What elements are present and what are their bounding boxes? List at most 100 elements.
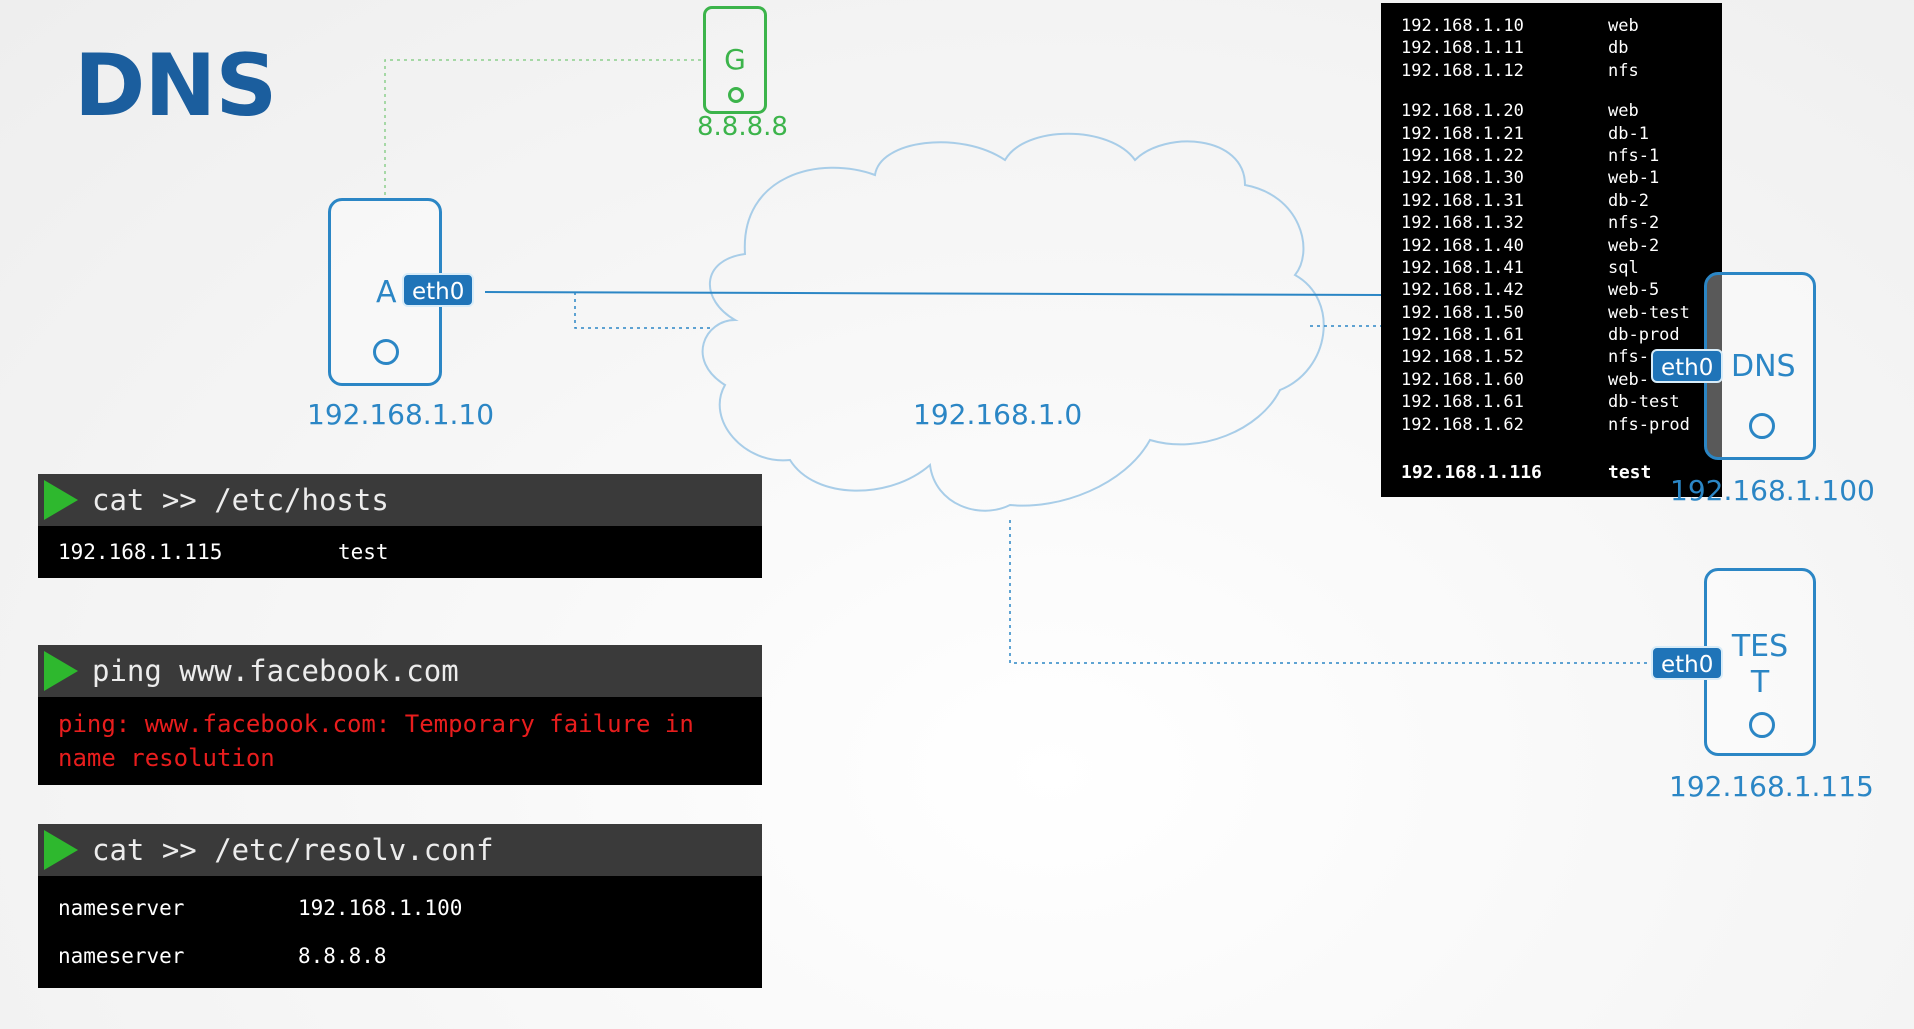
query-arrow: [484, 291, 1385, 296]
terminal-hosts-command-bar: cat >> /etc/hosts: [38, 474, 762, 526]
host-dns-ip: 192.168.1.100: [1670, 474, 1875, 507]
resolv-entry: nameserver 192.168.1.100: [58, 884, 742, 932]
record-name: db-2: [1608, 190, 1649, 211]
record-name: web: [1608, 101, 1639, 122]
resolv-entry: nameserver 8.8.8.8: [58, 932, 742, 980]
network-ip: 192.168.1.0: [913, 398, 1083, 431]
record-ip: 192.168.1.62: [1401, 414, 1524, 435]
record-ip: 192.168.1.32: [1401, 213, 1524, 234]
dns-record: 192.168.1.11 db: [1401, 37, 1722, 59]
record-ip: 192.168.1.31: [1401, 190, 1524, 211]
dns-record: 192.168.1.22 nfs-1: [1401, 145, 1722, 167]
terminal-hosts-file: cat >> /etc/hosts 192.168.1.115 test: [38, 474, 762, 578]
host-test-port-icon: [1749, 712, 1775, 738]
host-dns-eth0-badge: eth0: [1651, 349, 1724, 383]
host-dns-label: DNS: [1731, 349, 1796, 384]
dns-record-added: 192.168.1.116 test: [1401, 462, 1722, 484]
dns-record: 192.168.1.52 nfs-: [1401, 346, 1722, 368]
record-ip: 192.168.1.12: [1401, 60, 1524, 81]
terminal-resolv-command-bar: cat >> /etc/resolv.conf: [38, 824, 762, 876]
resolv-entry-value: 8.8.8.8: [298, 944, 387, 968]
record-name: nfs: [1608, 60, 1639, 81]
play-icon: [44, 830, 78, 870]
dns-record: 192.168.1.10 web: [1401, 15, 1722, 37]
record-ip: 192.168.1.61: [1401, 392, 1524, 413]
terminal-resolv-command: cat >> /etc/resolv.conf: [92, 833, 494, 867]
dns-record: 192.168.1.32 nfs-2: [1401, 212, 1722, 234]
network-cloud: [701, 132, 1325, 512]
resolv-entry-key: nameserver: [58, 944, 185, 968]
record-name: web-1: [1608, 168, 1660, 189]
record-ip: 192.168.1.40: [1401, 235, 1524, 256]
terminal-hosts-command: cat >> /etc/hosts: [92, 483, 389, 517]
record-name: test: [1608, 462, 1652, 484]
host-a-label: A: [376, 275, 397, 310]
play-icon: [44, 480, 78, 520]
dns-record: 192.168.1.42 web-5: [1401, 279, 1722, 301]
record-name: db: [1608, 38, 1629, 59]
host-test-ip: 192.168.1.115: [1669, 770, 1874, 803]
record-ip: 192.168.1.60: [1401, 369, 1524, 390]
record-name: web: [1608, 16, 1639, 36]
dns-record: 192.168.1.62 nfs-prod: [1401, 414, 1722, 436]
gateway-ip: 8.8.8.8: [697, 112, 788, 142]
record-name: db-prod: [1608, 325, 1680, 346]
record-name: db-1: [1608, 123, 1649, 144]
host-test-label: TES T: [1707, 629, 1813, 701]
host-test-label-line2: T: [1750, 665, 1770, 700]
record-ip: 192.168.1.20: [1401, 101, 1524, 122]
gateway-label: G: [724, 43, 746, 76]
record-name: nfs-prod: [1608, 414, 1690, 435]
record-ip: 192.168.1.61: [1401, 325, 1524, 346]
record-ip: 192.168.1.22: [1401, 145, 1524, 166]
dns-record: 192.168.1.50 web-test: [1401, 302, 1722, 324]
page-title: DNS: [74, 36, 277, 136]
record-ip: 192.168.1.11: [1401, 38, 1524, 59]
link-network-test: [1009, 520, 1652, 664]
record-name: web-2: [1608, 235, 1660, 256]
record-group-gap: [1401, 82, 1722, 100]
resolv-entry-key: nameserver: [58, 896, 185, 920]
dns-record: 192.168.1.20 web: [1401, 100, 1722, 122]
record-name: web-test: [1608, 302, 1690, 323]
dns-record: 192.168.1.40 web-2: [1401, 235, 1722, 257]
dns-record: 192.168.1.60 web-: [1401, 369, 1722, 391]
hosts-entry: 192.168.1.115 test: [58, 526, 742, 578]
host-test-label-line1: TES: [1731, 629, 1789, 664]
record-name: nfs-2: [1608, 213, 1660, 234]
record-name: nfs-1: [1608, 145, 1660, 166]
host-a-eth0-badge: eth0: [402, 273, 475, 307]
dns-record: 192.168.1.30 web-1: [1401, 167, 1722, 189]
hosts-entry-ip: 192.168.1.115: [58, 540, 223, 564]
record-ip: 192.168.1.21: [1401, 123, 1524, 144]
ping-error-line1: ping: www.facebook.com: Temporary failur…: [58, 710, 694, 738]
host-dns-port-icon: [1749, 413, 1775, 439]
terminal-ping-command-bar: ping www.facebook.com: [38, 645, 762, 697]
hosts-entry-name: test: [338, 540, 389, 564]
record-ip: 192.168.1.52: [1401, 347, 1524, 368]
dns-record: 192.168.1.61 db-test: [1401, 391, 1722, 413]
resolv-entry-value: 192.168.1.100: [298, 896, 463, 920]
terminal-hosts-output: 192.168.1.115 test: [38, 526, 762, 578]
dns-record: 192.168.1.31 db-2: [1401, 190, 1722, 212]
gateway-port-icon: [728, 87, 744, 103]
host-a-ip: 192.168.1.10: [307, 398, 495, 431]
host-a-port-icon: [373, 339, 399, 365]
record-ip: 192.168.1.42: [1401, 280, 1524, 301]
terminal-resolv-output: nameserver 192.168.1.100 nameserver 8.8.…: [38, 876, 762, 988]
ping-error-line2: name resolution: [58, 744, 275, 772]
record-name: db-test: [1608, 392, 1680, 413]
host-test-eth0-badge: eth0: [1651, 646, 1724, 680]
record-ip: 192.168.1.50: [1401, 302, 1524, 323]
record-name: web-5: [1608, 280, 1660, 301]
record-ip: 192.168.1.10: [1401, 16, 1524, 36]
record-name: sql: [1608, 257, 1639, 278]
gateway-node: G: [703, 6, 767, 114]
link-a-network: [574, 292, 710, 329]
record-name: nfs-: [1608, 347, 1649, 368]
record-name: web-: [1608, 369, 1649, 390]
record-ip: 192.168.1.30: [1401, 168, 1524, 189]
play-icon: [44, 651, 78, 691]
dns-record: 192.168.1.21 db-1: [1401, 123, 1722, 145]
terminal-ping: ping www.facebook.com ping: www.facebook…: [38, 645, 762, 785]
